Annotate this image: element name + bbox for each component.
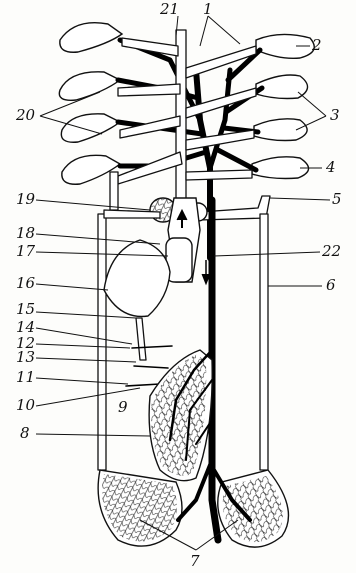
- label-1: 1: [203, 0, 213, 18]
- label-14: 14: [16, 318, 35, 336]
- label-10: 10: [16, 396, 36, 414]
- label-8: 8: [20, 424, 30, 442]
- label-6: 6: [326, 276, 336, 294]
- label-19: 19: [16, 190, 36, 208]
- label-9: 9: [118, 398, 128, 416]
- label-15: 15: [16, 300, 35, 318]
- label-5: 5: [332, 190, 342, 208]
- label-13: 13: [16, 348, 35, 366]
- dorsal-aorta: [212, 200, 218, 540]
- label-3: 3: [330, 106, 340, 124]
- label-11: 11: [16, 368, 35, 386]
- label-18: 18: [16, 224, 35, 242]
- label-4: 4: [325, 158, 336, 176]
- liver: [104, 240, 172, 386]
- label-21: 21: [159, 0, 179, 18]
- label-22: 22: [321, 242, 341, 260]
- label-7: 7: [190, 552, 200, 570]
- label-17: 17: [16, 242, 36, 260]
- label-16: 16: [16, 274, 36, 292]
- label-2: 2: [311, 36, 322, 54]
- label-20: 20: [15, 106, 36, 124]
- gut-capillaries: [149, 350, 212, 481]
